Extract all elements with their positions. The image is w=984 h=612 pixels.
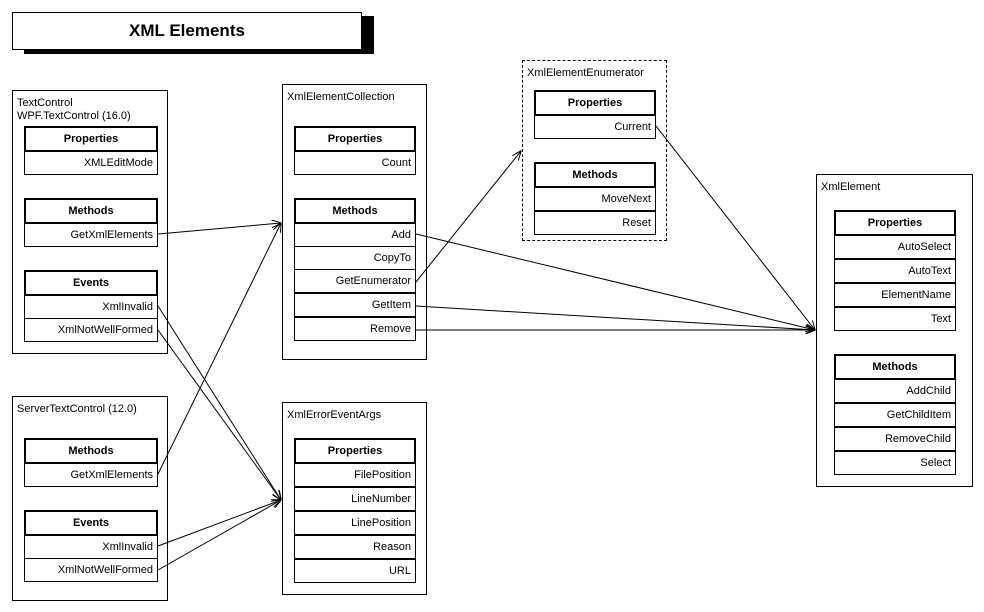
events-header: Events <box>24 270 158 296</box>
arrow-getenumerator-to-enumerator <box>415 151 521 283</box>
member-addchild: AddChild <box>834 379 956 403</box>
arrow-textcontrol-getxmlelements-to-collection <box>157 223 281 235</box>
properties-header: Properties <box>24 126 158 152</box>
diagram-title: XML Elements <box>12 12 362 50</box>
arrow-textcontrol-xmlnotwellformed-to-erroreventargs <box>157 329 281 500</box>
member-autoselect: AutoSelect <box>834 235 956 259</box>
member-xmlnotwellformed: XmlNotWellFormed <box>24 558 158 582</box>
member-url: URL <box>294 559 416 583</box>
arrow-servertextcontrol-getxmlelements-to-collection <box>157 223 281 475</box>
member-removechild: RemoveChild <box>834 427 956 451</box>
methods-header: Methods <box>24 198 158 224</box>
methods-header: Methods <box>24 438 158 464</box>
arrow-servertextcontrol-xmlinvalid-to-erroreventargs <box>157 500 281 547</box>
class-name: TextControl <box>17 97 73 109</box>
member-elementname: ElementName <box>834 283 956 307</box>
class-xmlelement: XmlElement Properties AutoSelect AutoTex… <box>816 174 973 487</box>
member-getxmlelements: GetXmlElements <box>24 223 158 247</box>
member-getitem: GetItem <box>294 293 416 317</box>
class-servertextcontrol: ServerTextControl (12.0) Methods GetXmlE… <box>12 396 168 601</box>
arrow-current-to-xmlelement <box>655 125 815 330</box>
arrow-add-to-xmlelement <box>415 233 815 330</box>
member-getenumerator: GetEnumerator <box>294 269 416 293</box>
properties-header: Properties <box>294 126 416 152</box>
class-name: XmlErrorEventArgs <box>287 409 382 421</box>
methods-header: Methods <box>534 162 656 188</box>
member-xmlnotwellformed: XmlNotWellFormed <box>24 318 158 342</box>
member-count: Count <box>294 151 416 175</box>
class-name: XmlElement <box>821 181 881 193</box>
member-text: Text <box>834 307 956 331</box>
events-header: Events <box>24 510 158 536</box>
properties-header: Properties <box>534 90 656 116</box>
member-xmlinvalid: XmlInvalid <box>24 535 158 559</box>
class-xmlelementenumerator: XmlElementEnumerator Properties Current … <box>522 60 667 241</box>
member-copyto: CopyTo <box>294 246 416 270</box>
member-xmlinvalid: XmlInvalid <box>24 295 158 319</box>
class-name: XmlElementCollection <box>287 91 395 103</box>
class-name: XmlElementEnumerator <box>527 67 644 79</box>
member-linenumber: LineNumber <box>294 487 416 511</box>
methods-header: Methods <box>834 354 956 380</box>
member-autotext: AutoText <box>834 259 956 283</box>
class-textcontrol: TextControl WPF.TextControl (16.0) Prope… <box>12 90 168 354</box>
member-movenext: MoveNext <box>534 187 656 211</box>
arrow-servertextcontrol-xmlnotwellformed-to-erroreventargs <box>157 500 281 571</box>
member-current: Current <box>534 115 656 139</box>
member-xmleditmode: XMLEditMode <box>24 151 158 175</box>
class-xmlelementcollection: XmlElementCollection Properties Count Me… <box>282 84 427 360</box>
arrow-textcontrol-xmlinvalid-to-erroreventargs <box>157 305 281 500</box>
class-name-secondary: WPF.TextControl (16.0) <box>17 110 131 122</box>
member-fileposition: FilePosition <box>294 463 416 487</box>
member-reason: Reason <box>294 535 416 559</box>
member-lineposition: LinePosition <box>294 511 416 535</box>
member-select: Select <box>834 451 956 475</box>
methods-header: Methods <box>294 198 416 224</box>
member-remove: Remove <box>294 317 416 341</box>
arrow-getitem-to-xmlelement <box>415 305 815 330</box>
member-reset: Reset <box>534 211 656 235</box>
member-getxmlelements: GetXmlElements <box>24 463 158 487</box>
class-name: ServerTextControl (12.0) <box>17 403 137 415</box>
properties-header: Properties <box>294 438 416 464</box>
class-xmlerroreventargs: XmlErrorEventArgs Properties FilePositio… <box>282 402 427 595</box>
properties-header: Properties <box>834 210 956 236</box>
member-add: Add <box>294 223 416 247</box>
member-getchilditem: GetChildItem <box>834 403 956 427</box>
